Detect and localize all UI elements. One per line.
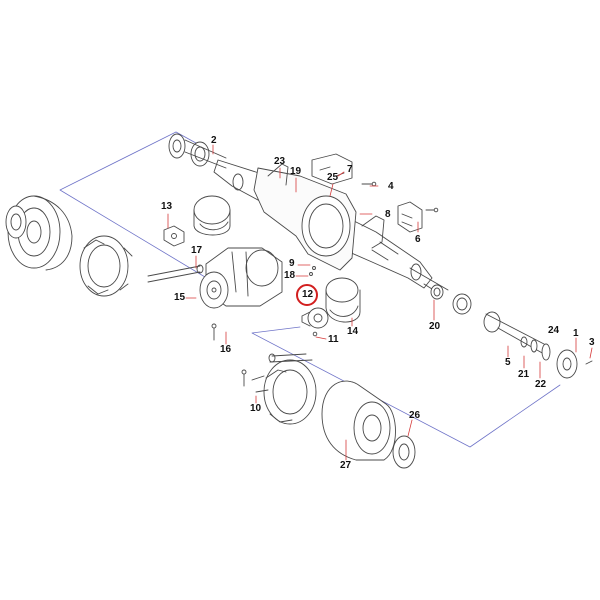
callout-7[interactable]: 7 bbox=[347, 164, 353, 175]
callout-6[interactable]: 6 bbox=[415, 234, 421, 245]
callout-26[interactable]: 26 bbox=[409, 410, 421, 421]
callout-2[interactable]: 2 bbox=[211, 135, 217, 146]
callout-leader-lines bbox=[167, 144, 593, 461]
callout-16[interactable]: 16 bbox=[220, 344, 232, 355]
callout-3[interactable]: 3 bbox=[589, 337, 595, 348]
highlighted-part-number[interactable]: 12 bbox=[302, 289, 314, 300]
callout-24[interactable]: 24 bbox=[548, 325, 560, 336]
callout-9[interactable]: 9 bbox=[289, 258, 295, 269]
left-brake-drum-part bbox=[5, 195, 73, 271]
part-13-shape bbox=[163, 225, 185, 247]
bolt-parts bbox=[211, 181, 593, 387]
callout-1[interactable]: 1 bbox=[573, 328, 579, 339]
callout-8[interactable]: 8 bbox=[385, 209, 391, 220]
left-brake-assembly-part bbox=[79, 235, 204, 297]
callout-5[interactable]: 5 bbox=[505, 357, 511, 368]
callout-17[interactable]: 17 bbox=[191, 245, 203, 256]
callout-13[interactable]: 13 bbox=[161, 201, 173, 212]
callout-22[interactable]: 22 bbox=[535, 379, 547, 390]
callout-21[interactable]: 21 bbox=[518, 369, 530, 380]
left-axle-end-part bbox=[168, 133, 227, 169]
callout-10[interactable]: 10 bbox=[250, 403, 262, 414]
callout-18[interactable]: 18 bbox=[284, 270, 296, 281]
callout-11[interactable]: 11 bbox=[328, 334, 339, 345]
bracket-parts bbox=[311, 153, 423, 233]
upper-brake-chamber-part bbox=[193, 195, 231, 236]
callout-20[interactable]: 20 bbox=[429, 321, 441, 332]
right-side-hub-parts bbox=[430, 284, 578, 379]
differential-part bbox=[199, 247, 283, 309]
callout-15[interactable]: 15 bbox=[174, 292, 186, 303]
right-brake-drum-part bbox=[321, 380, 416, 469]
callout-14[interactable]: 14 bbox=[347, 326, 359, 337]
part-12-flange-shape bbox=[301, 307, 329, 329]
callout-19[interactable]: 19 bbox=[290, 166, 302, 177]
callout-4[interactable]: 4 bbox=[388, 181, 394, 192]
lower-brake-assembly-part bbox=[251, 353, 317, 425]
part-14-brake-chamber-shape bbox=[325, 277, 361, 323]
callout-23[interactable]: 23 bbox=[274, 156, 286, 167]
highlighted-part-ring bbox=[296, 284, 318, 306]
callout-25[interactable]: 25 bbox=[327, 172, 339, 183]
callout-27[interactable]: 27 bbox=[340, 460, 352, 471]
